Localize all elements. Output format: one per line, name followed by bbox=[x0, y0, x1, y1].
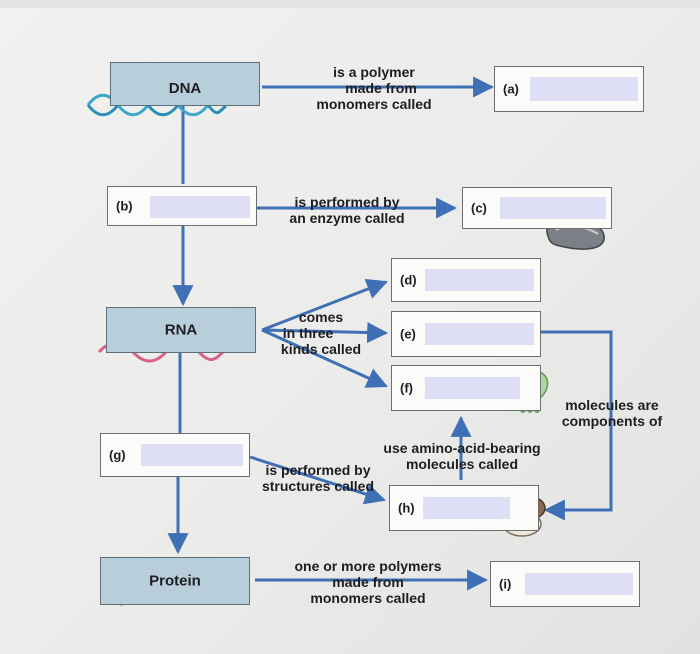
blank-i-label: (i) bbox=[499, 576, 512, 592]
blank-h-field[interactable] bbox=[423, 497, 510, 519]
rna-box: RNA bbox=[106, 307, 256, 353]
blank-h-box[interactable]: (h) bbox=[389, 485, 539, 531]
phrase-amino-acid: use amino-acid-bearing molecules called bbox=[383, 440, 541, 472]
blank-b-box[interactable]: (b) bbox=[107, 186, 257, 226]
blank-d-label: (d) bbox=[400, 272, 417, 288]
blank-a-box[interactable]: (a) bbox=[494, 66, 644, 112]
blank-g-field[interactable] bbox=[141, 444, 243, 466]
blank-a-field[interactable] bbox=[530, 77, 638, 101]
blank-g-box[interactable]: (g) bbox=[100, 433, 250, 477]
rna-label: RNA bbox=[164, 321, 198, 339]
blank-c-box[interactable]: (c) bbox=[462, 187, 612, 229]
blank-f-box[interactable]: (f) bbox=[391, 365, 541, 411]
arrow-g-to-h bbox=[249, 455, 386, 505]
blank-i-field[interactable] bbox=[525, 573, 633, 595]
phrase-enzyme: is performed by an enzyme called bbox=[289, 194, 405, 226]
protein-box: Protein bbox=[100, 557, 250, 605]
arrow-e-to-h bbox=[541, 330, 613, 521]
arrow-rna-to-d bbox=[261, 279, 388, 332]
blank-e-label: (e) bbox=[400, 326, 416, 342]
blank-b-field[interactable] bbox=[150, 196, 250, 218]
phrase-three-kinds: comes in three kinds called bbox=[280, 309, 362, 357]
blank-e-field[interactable] bbox=[425, 323, 534, 345]
blank-f-field[interactable] bbox=[425, 377, 520, 399]
phrase-protein-monomers: one or more polymers made from monomers … bbox=[294, 558, 442, 606]
blank-f-label: (f) bbox=[400, 380, 413, 396]
blank-d-field[interactable] bbox=[425, 269, 534, 291]
blank-b-label: (b) bbox=[116, 198, 133, 214]
blank-h-label: (h) bbox=[398, 500, 415, 516]
blank-c-field[interactable] bbox=[500, 197, 606, 219]
blank-e-box[interactable]: (e) bbox=[391, 311, 541, 357]
arrow-rna-to-e bbox=[261, 322, 389, 344]
blank-d-box[interactable]: (d) bbox=[391, 258, 541, 302]
phrase-structures: is performed by structures called bbox=[261, 462, 375, 494]
dna-label: DNA bbox=[168, 80, 202, 97]
arrow-rna-to-f bbox=[261, 328, 388, 388]
phrase-molecules-components: molecules are components of bbox=[561, 397, 663, 429]
blank-a-label: (a) bbox=[503, 81, 519, 97]
protein-label: Protein bbox=[149, 572, 201, 590]
dna-box: DNA bbox=[110, 62, 260, 106]
blank-i-box[interactable]: (i) bbox=[490, 561, 640, 607]
blank-c-label: (c) bbox=[471, 200, 487, 216]
phrase-polymer: is a polymer made from monomers called bbox=[316, 64, 432, 112]
blank-g-label: (g) bbox=[109, 447, 126, 463]
